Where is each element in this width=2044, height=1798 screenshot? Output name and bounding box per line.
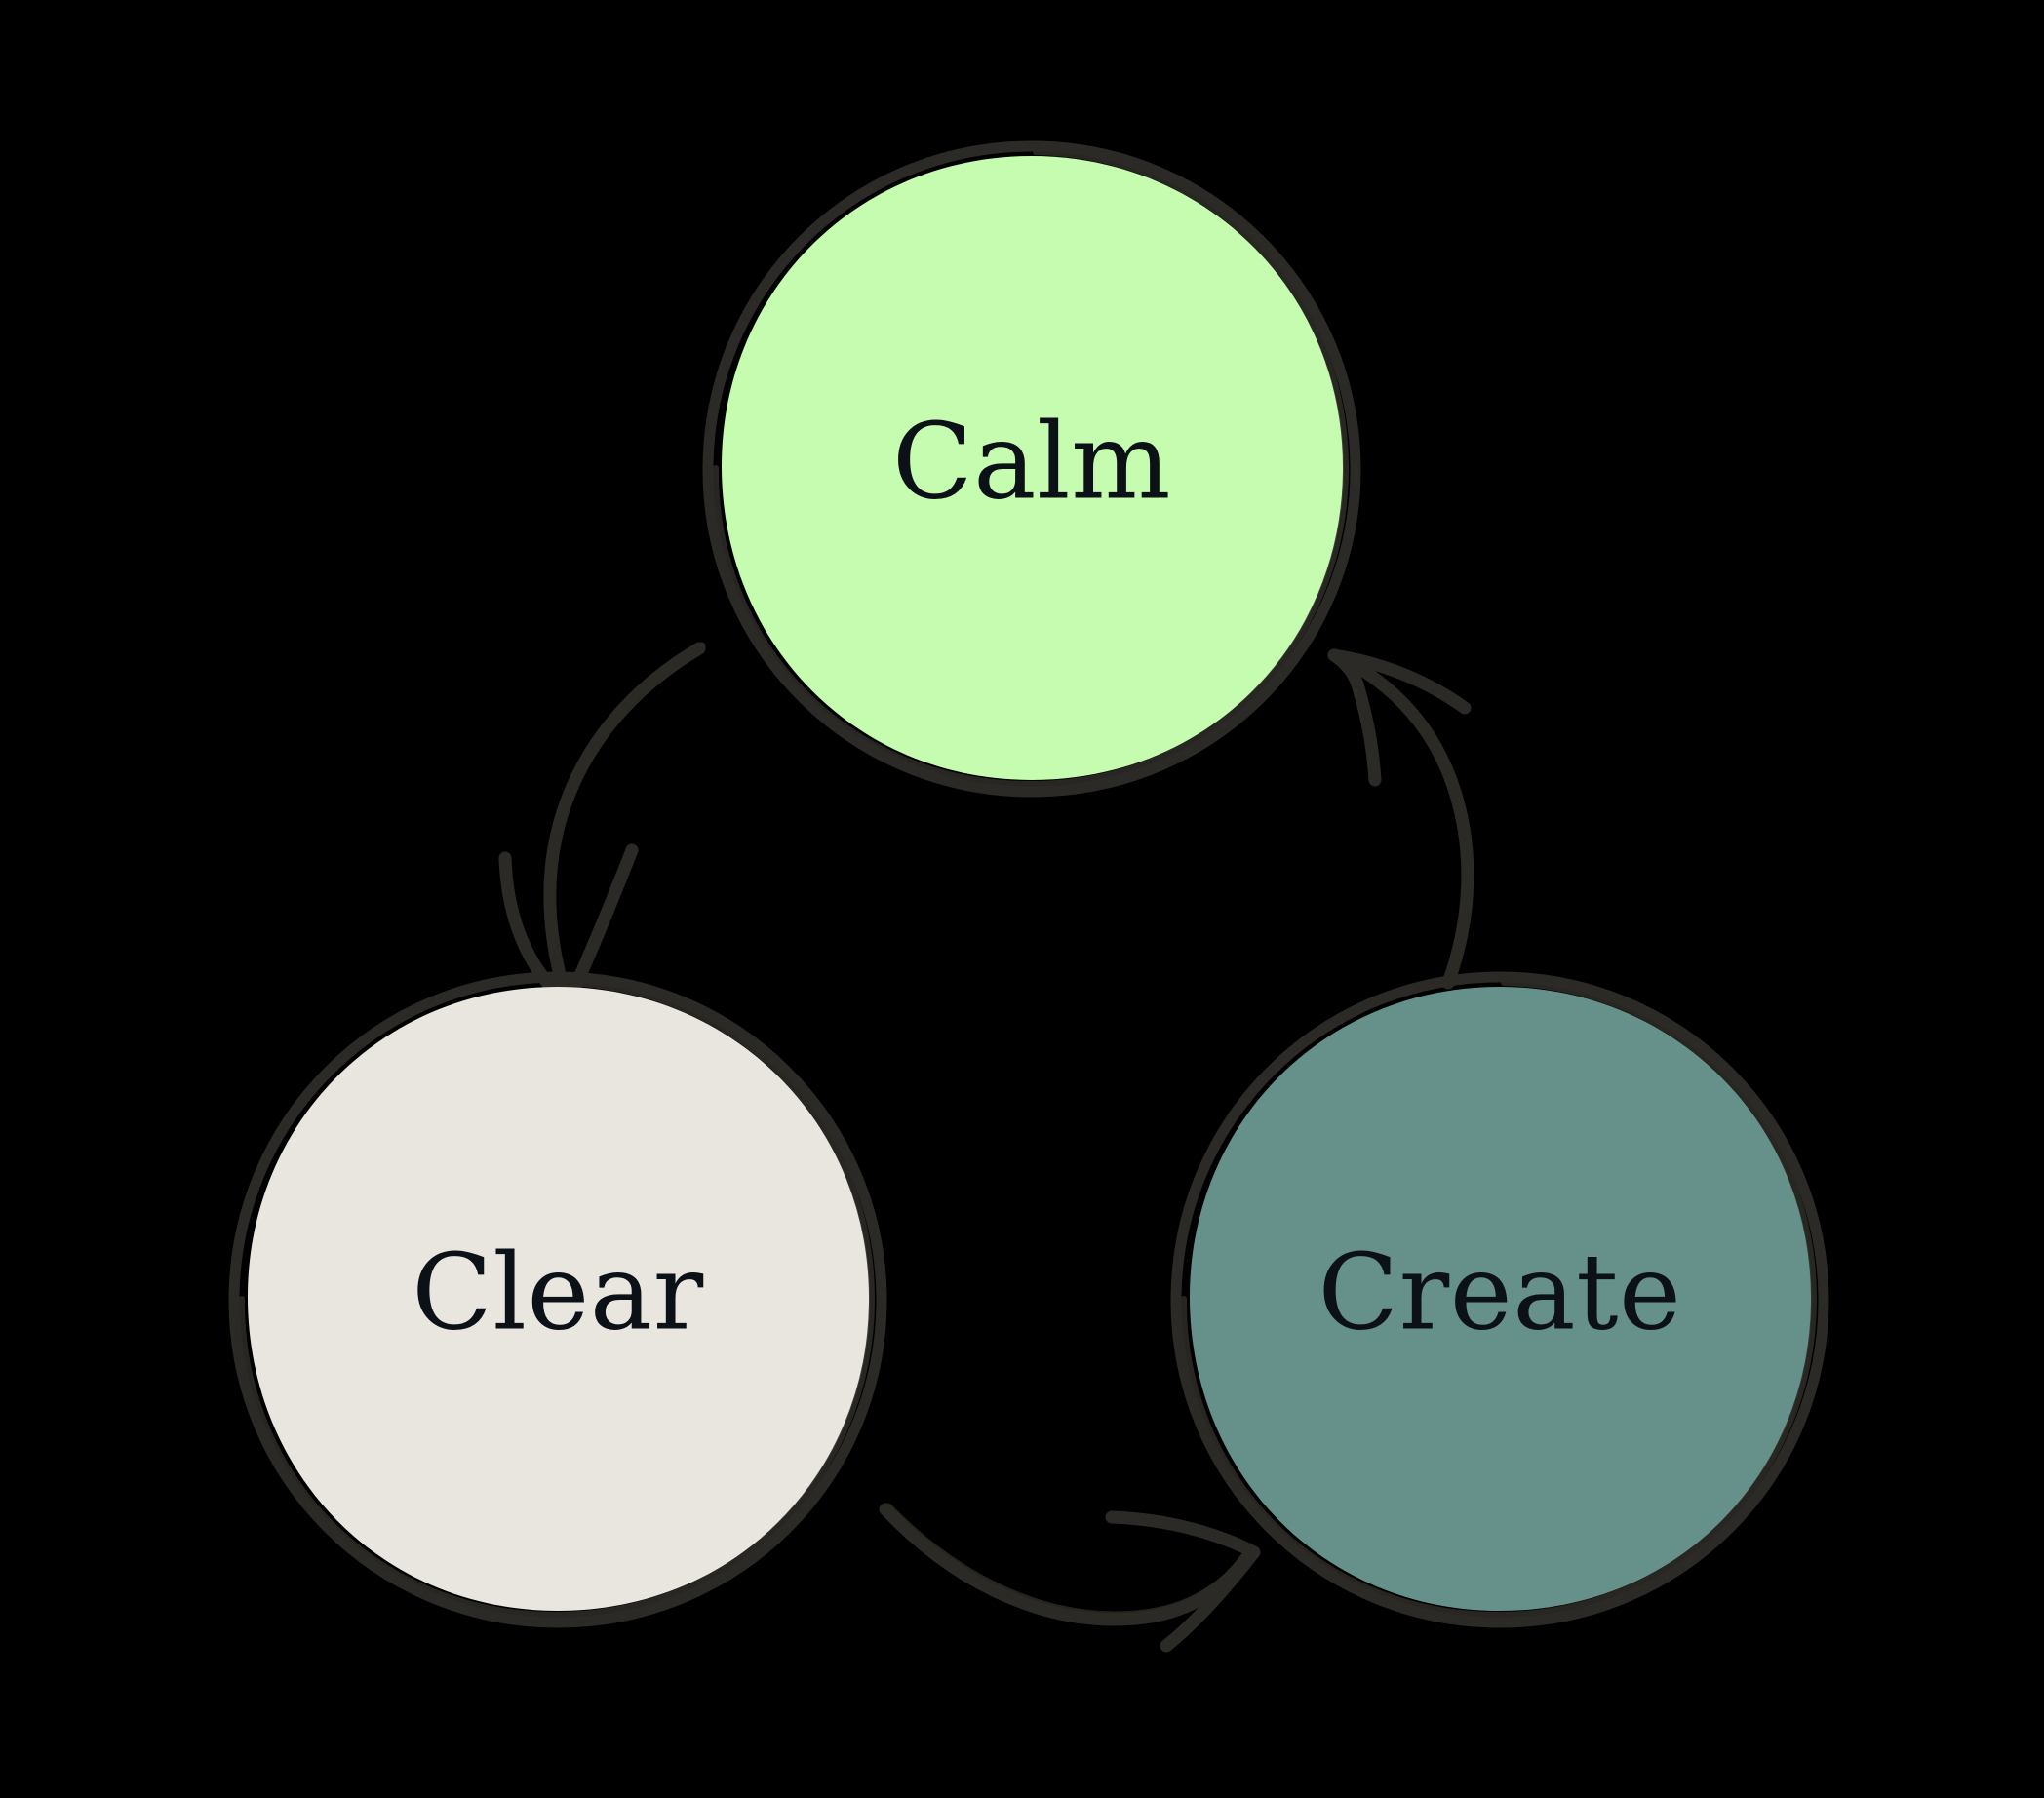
node-create-label: Create bbox=[1318, 1231, 1682, 1353]
edge-create-to-calm-arrowhead-barb-right bbox=[1327, 648, 1382, 787]
node-clear-label: Clear bbox=[412, 1231, 704, 1353]
node-clear[interactable]: Clear bbox=[228, 971, 887, 1628]
edge-clear-to-create-arrowhead-barb-upper bbox=[1105, 1510, 1261, 1559]
node-calm-fill bbox=[722, 156, 1344, 780]
edge-calm-to-clear-shaft-pass2 bbox=[548, 642, 706, 997]
edge-create-to-calm[interactable] bbox=[1327, 648, 1474, 990]
node-calm[interactable]: Calm bbox=[702, 140, 1361, 798]
node-calm-outline-pass2 bbox=[712, 149, 1350, 788]
node-create-outline bbox=[1170, 971, 1829, 1628]
edge-create-to-calm-shaft-pass2 bbox=[1347, 659, 1474, 984]
edge-calm-to-clear[interactable] bbox=[498, 642, 706, 1011]
edge-clear-to-create-arrowhead-barb-lower bbox=[1160, 1545, 1261, 1653]
node-calm-outline bbox=[702, 140, 1361, 798]
node-create[interactable]: Create bbox=[1170, 971, 1829, 1628]
node-calm-label: Calm bbox=[892, 401, 1171, 523]
node-clear-outline-pass2 bbox=[238, 980, 876, 1619]
node-create-fill bbox=[1190, 987, 1812, 1611]
edge-clear-to-create[interactable] bbox=[879, 1503, 1261, 1653]
edge-clear-to-create-shaft bbox=[879, 1503, 1253, 1626]
edge-clear-to-create-shaft-pass2 bbox=[884, 1503, 1249, 1619]
node-clear-outline bbox=[228, 971, 887, 1628]
edge-calm-to-clear-shaft bbox=[543, 642, 706, 1003]
edge-create-to-calm-arrowhead-barb-left bbox=[1327, 648, 1472, 715]
node-clear-fill bbox=[248, 987, 870, 1611]
node-create-outline-pass2 bbox=[1180, 980, 1818, 1619]
